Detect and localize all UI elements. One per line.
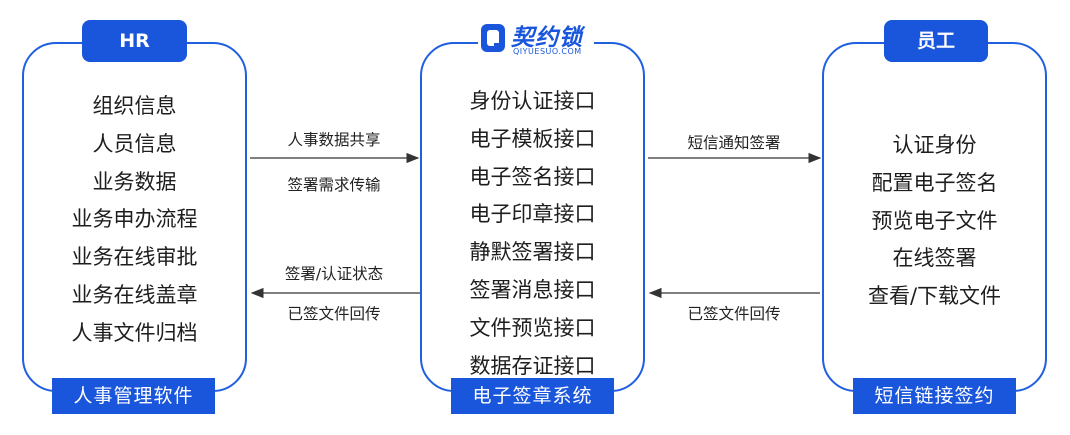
system-item: 文件预览接口 — [469, 315, 596, 340]
flow-label-hr-data-share: 人事数据共享 — [287, 131, 381, 149]
system-item: 电子模板接口 — [469, 126, 596, 151]
system-item: 身份认证接口 — [469, 89, 596, 113]
qiyuesuo-logo: 契约锁 QIYUESUO.COM — [478, 18, 594, 62]
flow-label-sms-notify: 短信通知签署 — [687, 134, 781, 152]
hr-title: HR — [82, 20, 187, 62]
staff-footer: 短信链接签约 — [853, 378, 1016, 414]
system-item-list: 身份认证接口 电子模板接口 电子签名接口 电子印章接口 静默签署接口 签署消息接… — [420, 83, 645, 385]
hr-item: 业务在线盖章 — [71, 282, 198, 307]
hr-item: 业务数据 — [92, 169, 177, 194]
system-item: 数据存证接口 — [469, 353, 596, 378]
system-panel — [420, 42, 645, 392]
system-item: 电子印章接口 — [469, 202, 596, 227]
flow-label-signed-file-return-system: 已签文件回传 — [687, 305, 781, 323]
system-item: 电子签名接口 — [469, 164, 596, 189]
hr-item: 人事文件归档 — [71, 320, 198, 345]
hr-item: 人员信息 — [92, 131, 177, 156]
flow-label-sign-status: 签署/认证状态 — [284, 265, 384, 283]
logo-subtext: QIYUESUO.COM — [513, 47, 582, 56]
staff-item: 在线签署 — [892, 246, 977, 271]
staff-item-list: 认证身份 配置电子签名 预览电子文件 在线签署 查看/下载文件 — [822, 127, 1047, 316]
hr-footer: 人事管理软件 — [52, 378, 215, 414]
hr-item-list: 组织信息 人员信息 业务数据 业务申办流程 业务在线审批 业务在线盖章 人事文件… — [22, 88, 247, 353]
logo-mark-icon — [481, 24, 505, 52]
flow-label-signed-file-return-hr: 已签文件回传 — [287, 305, 381, 323]
staff-item: 查看/下载文件 — [867, 284, 1002, 309]
system-footer: 电子签章系统 — [451, 378, 614, 414]
flow-label-sign-request: 签署需求传输 — [287, 176, 381, 194]
hr-item: 业务申办流程 — [71, 207, 198, 232]
staff-title: 员工 — [884, 20, 988, 62]
system-item: 静默签署接口 — [469, 240, 596, 265]
logo-text: 契约锁 — [511, 25, 583, 51]
staff-item: 配置电子签名 — [871, 170, 998, 195]
staff-item: 预览电子文件 — [871, 208, 998, 233]
hr-item: 组织信息 — [92, 94, 177, 118]
system-item: 签署消息接口 — [469, 277, 596, 302]
hr-item: 业务在线审批 — [71, 245, 198, 270]
staff-item: 认证身份 — [892, 133, 977, 157]
hr-panel — [22, 42, 247, 392]
